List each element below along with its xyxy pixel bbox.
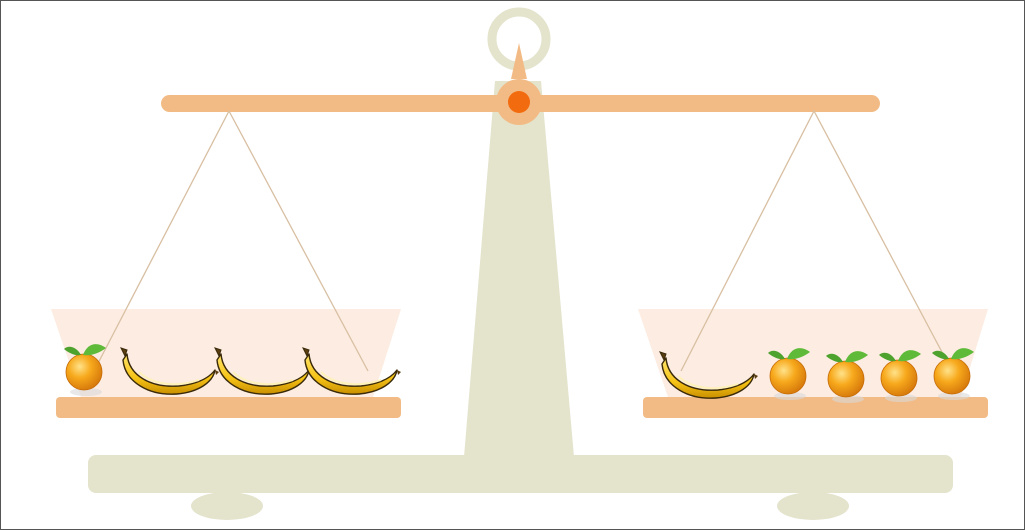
scale-column bbox=[464, 81, 574, 457]
scale-base bbox=[88, 455, 953, 520]
